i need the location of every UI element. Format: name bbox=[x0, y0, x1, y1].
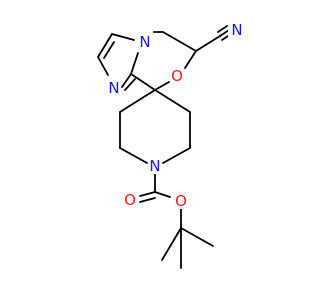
label-bg-piperidine-n bbox=[148, 158, 162, 174]
label-bg-nitrile-n bbox=[228, 22, 242, 38]
bond-c8a-spiro bbox=[130, 73, 156, 91]
atom-imidazole-ring-n: N bbox=[139, 33, 150, 51]
bond-c5-npip bbox=[162, 147, 191, 164]
bond-tbu-me-right bbox=[180, 227, 214, 247]
bond-c2-nimid bbox=[97, 56, 109, 76]
bond-c1-c2-inner bbox=[103, 41, 115, 59]
bond-c1-c2 bbox=[97, 33, 113, 58]
bond-nitrile-line-1 bbox=[219, 29, 230, 37]
atom-labels: N N N O N O O bbox=[105, 21, 243, 210]
label-bg-imidazole-n bbox=[105, 80, 119, 96]
bond-tbu-me-left bbox=[161, 227, 182, 261]
bond-spiro-c1 bbox=[119, 89, 156, 113]
label-bg-ring-o bbox=[170, 68, 184, 84]
bond-nimid-c8a bbox=[121, 73, 132, 88]
bond-carbonyl-o bbox=[139, 191, 156, 197]
bond-ch-ch2 bbox=[162, 31, 197, 52]
bonds bbox=[97, 25, 232, 269]
molecule-structure-diagram: N N N O N O O bbox=[97, 21, 243, 269]
label-bg-ester-o bbox=[174, 193, 188, 209]
atom-carbonyl-o: O bbox=[124, 191, 136, 209]
bond-nitrile-line-2 bbox=[217, 25, 228, 33]
bond-carbonyl-o-double bbox=[139, 197, 156, 203]
bond-ch-o bbox=[184, 50, 197, 69]
bond-c2-npip bbox=[119, 147, 148, 164]
atom-imidazole-n: N bbox=[108, 79, 119, 97]
bond-o-spiro bbox=[154, 81, 170, 91]
bond-nring-c1 bbox=[111, 33, 135, 41]
bond-c8a-nring bbox=[130, 52, 139, 75]
bond-carbonyl-ester-o bbox=[154, 191, 171, 198]
atom-nitrile-n: N bbox=[231, 21, 242, 39]
bond-nimid-c8a-double bbox=[124, 78, 136, 91]
bond-nitrile-to-ring bbox=[195, 35, 221, 52]
label-bg-carbonyl-o bbox=[123, 192, 137, 208]
atom-ring-oxygen: O bbox=[171, 67, 183, 85]
bond-spiro-c6 bbox=[154, 89, 191, 113]
label-bg-ring-n bbox=[138, 34, 152, 50]
atom-ester-o: O bbox=[175, 192, 187, 210]
atom-piperidine-n: N bbox=[149, 157, 160, 175]
